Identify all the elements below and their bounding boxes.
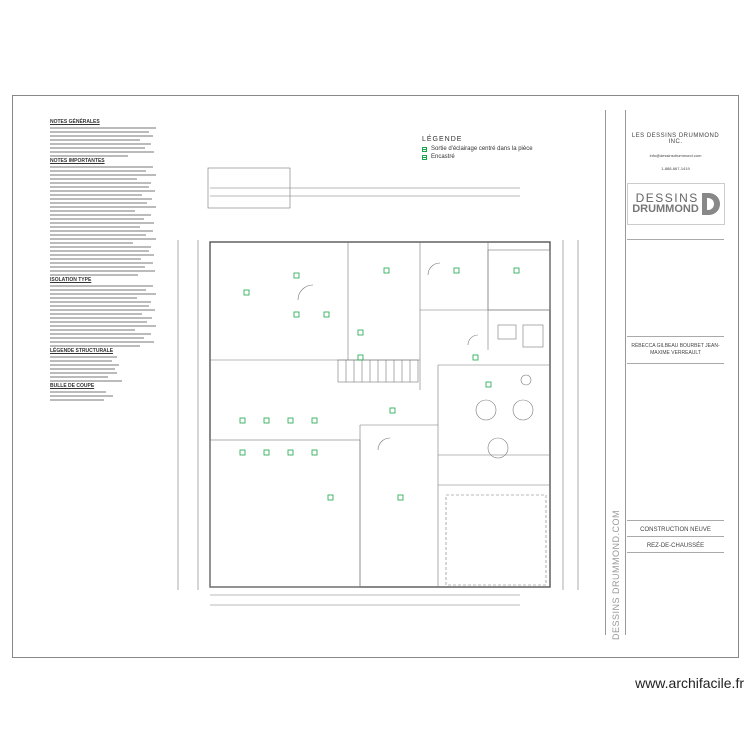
general-notes: NOTES GÉNÉRALES NOTES IMPORTANTES ISOLAT… [50,118,162,633]
logo-word-bottom: DRUMMOND [632,203,699,215]
legend-item: Encastré [422,154,562,160]
website-vertical-label: DESSINS DRUMMOND.COM [611,509,621,640]
legend-item-label: Sortie d'éclairage centré dans la pièce [431,146,533,152]
drawing-sheet [12,95,739,658]
client-names: RÉBECCA GILBEAU BOURBET JEAN-MAXIME VERR… [631,343,720,356]
divider-line [625,110,626,635]
watermark: www.archifacile.fr [635,675,744,691]
floor-plan-drawing [177,167,579,606]
notes-section-bubble-title: BULLE DE COUPE [50,383,95,389]
notes-title: NOTES GÉNÉRALES [50,119,100,125]
title-block: LES DESSINS DRUMMOND INC. info@dessinsdr… [627,118,725,633]
legend-item-label: Encastré [431,154,455,160]
legend-item: Sortie d'éclairage centré dans la pièce [422,146,562,152]
notes-structural-legend-title: LÉGENDE STRUCTURALE [50,348,114,354]
legend: LÉGENDE Sortie d'éclairage centré dans l… [422,136,562,162]
notes-insulation-title: ISOLATION TYPE [50,277,92,283]
company-name: LES DESSINS DRUMMOND INC. [631,133,720,145]
company-email: info@dessinsdrummond.com [649,153,702,158]
logo-word-top: DESSINS [635,191,699,205]
floor-plan [168,150,608,625]
sheet-title: REZ-DE-CHAUSSÉE [646,543,705,549]
divider-line [605,110,606,635]
logo-d-icon [701,193,720,215]
project-type: CONSTRUCTION NEUVE [640,527,711,533]
drummond-logo: DESSINS DRUMMOND [627,183,725,225]
company-phone: 1-888-667-1419 [661,166,690,171]
recessed-light-icon [422,154,427,160]
light-outlet-icon [422,146,427,152]
legend-title: LÉGENDE [422,136,463,143]
notes-important-title: NOTES IMPORTANTES [50,158,105,164]
